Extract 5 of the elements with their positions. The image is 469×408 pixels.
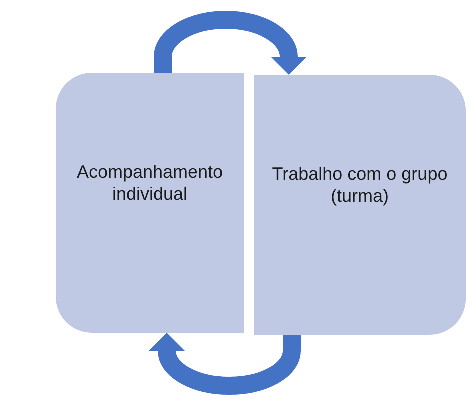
curved-arrow [149,333,301,395]
rounded-panel [56,73,244,333]
panel-label: Trabalho com o grupo (turma) [271,163,449,207]
rounded-panel [254,75,466,335]
panel-label: Acompanhamento individual [76,161,224,205]
